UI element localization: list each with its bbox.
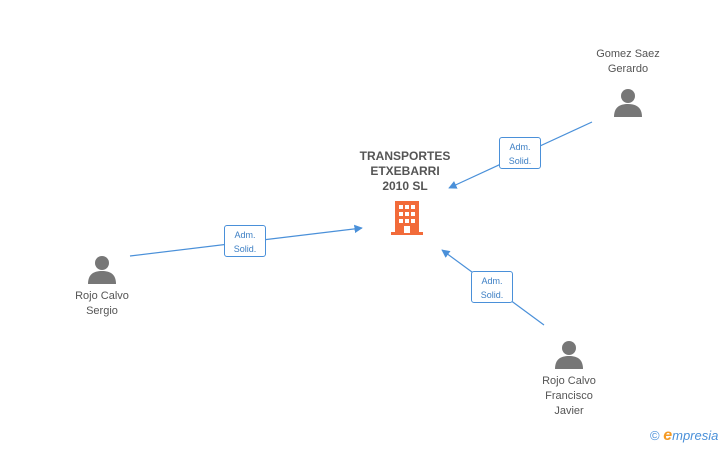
person-name-line-2: Francisco — [545, 390, 593, 402]
person-name-line-3: Javier — [554, 405, 584, 417]
company-name-line-3: 2010 SL — [382, 179, 428, 193]
person-name: Rojo Calvo Francisco Javier — [519, 374, 619, 419]
empresia-logo[interactable]: © empresia — [650, 428, 718, 444]
person-icon — [88, 256, 116, 284]
copyright-symbol: © — [650, 428, 660, 443]
role-badge-francisco[interactable]: Adm. Solid. — [471, 271, 513, 303]
role-badge-line-2: Solid. — [508, 156, 532, 166]
role-badge-sergio[interactable]: Adm. Solid. — [224, 225, 266, 257]
person-name-line-2: Sergio — [86, 305, 118, 317]
company-name[interactable]: TRANSPORTES ETXEBARRI 2010 SL — [340, 149, 470, 194]
company-name-line-2: ETXEBARRI — [370, 164, 440, 178]
person-name-line-1: Rojo Calvo — [75, 290, 129, 302]
person-gomez-saez-gerardo[interactable]: Gomez Saez Gerardo — [578, 47, 678, 117]
role-badge-line-1: Adm. — [234, 230, 256, 240]
logo-letter: e — [663, 427, 673, 444]
logo-text: mpresia — [672, 428, 719, 443]
company-name-line-1: TRANSPORTES — [359, 149, 451, 163]
role-badge-line-2: Solid. — [480, 290, 504, 300]
person-rojo-calvo-francisco-javier[interactable]: Rojo Calvo Francisco Javier — [519, 339, 619, 419]
person-icon — [614, 89, 642, 117]
person-icon — [555, 341, 583, 369]
person-name-line-1: Rojo Calvo — [542, 375, 596, 387]
person-rojo-calvo-sergio[interactable]: Rojo Calvo Sergio — [52, 254, 152, 319]
role-badge-line-1: Adm. — [509, 142, 531, 152]
person-name-line-1: Gomez Saez — [596, 48, 660, 60]
building-icon[interactable] — [390, 200, 424, 236]
role-badge-line-2: Solid. — [233, 244, 257, 254]
person-name: Rojo Calvo Sergio — [52, 289, 152, 319]
person-name: Gomez Saez Gerardo — [578, 47, 678, 77]
person-name-line-2: Gerardo — [607, 63, 649, 75]
role-badge-gomez[interactable]: Adm. Solid. — [499, 137, 541, 169]
role-badge-line-1: Adm. — [481, 276, 503, 286]
